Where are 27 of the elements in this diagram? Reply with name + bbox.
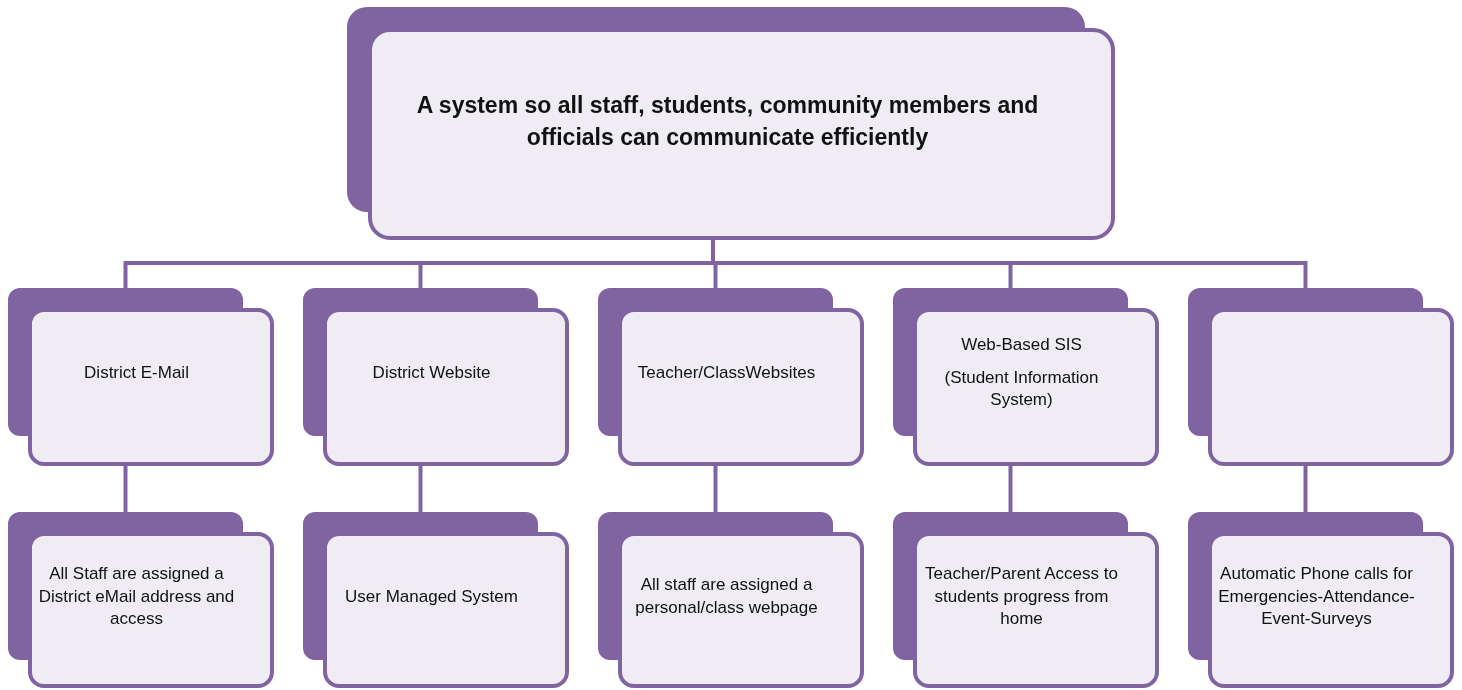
card xyxy=(8,512,274,688)
card xyxy=(8,288,274,466)
box-text: (Student Information System) xyxy=(943,366,1100,412)
card xyxy=(893,288,1159,466)
connector-line xyxy=(1008,466,1013,512)
box-text: A system so all staff, students, community members and officials can communicate efficiently xyxy=(415,90,1040,152)
card xyxy=(893,512,1159,688)
box-text: Web-Based SIS xyxy=(961,333,1082,356)
connector-line xyxy=(1303,466,1308,512)
connector-line xyxy=(418,466,423,512)
card xyxy=(1188,512,1454,688)
connector-line xyxy=(123,466,128,512)
box-text: All Staff are assigned a District eMail address and access xyxy=(37,562,236,631)
card xyxy=(1188,288,1454,466)
card xyxy=(347,7,1115,240)
box-text: User Managed System xyxy=(345,585,518,608)
box-text: District Website xyxy=(372,361,491,384)
box-text: Teacher/Parent Access to students progress from home xyxy=(924,562,1119,631)
card xyxy=(598,512,864,688)
box-text: All staff are assigned a personal/class webpage xyxy=(634,574,819,619)
box-text: District E-Mail xyxy=(84,361,189,384)
card xyxy=(303,512,569,688)
connector-line xyxy=(713,466,718,512)
box-text: Teacher/ClassWebsites xyxy=(637,361,816,384)
card xyxy=(598,288,864,466)
box-text: Automatic Phone calls for Emergencies-Attendance-Event-Surveys xyxy=(1217,562,1416,631)
card xyxy=(303,288,569,466)
